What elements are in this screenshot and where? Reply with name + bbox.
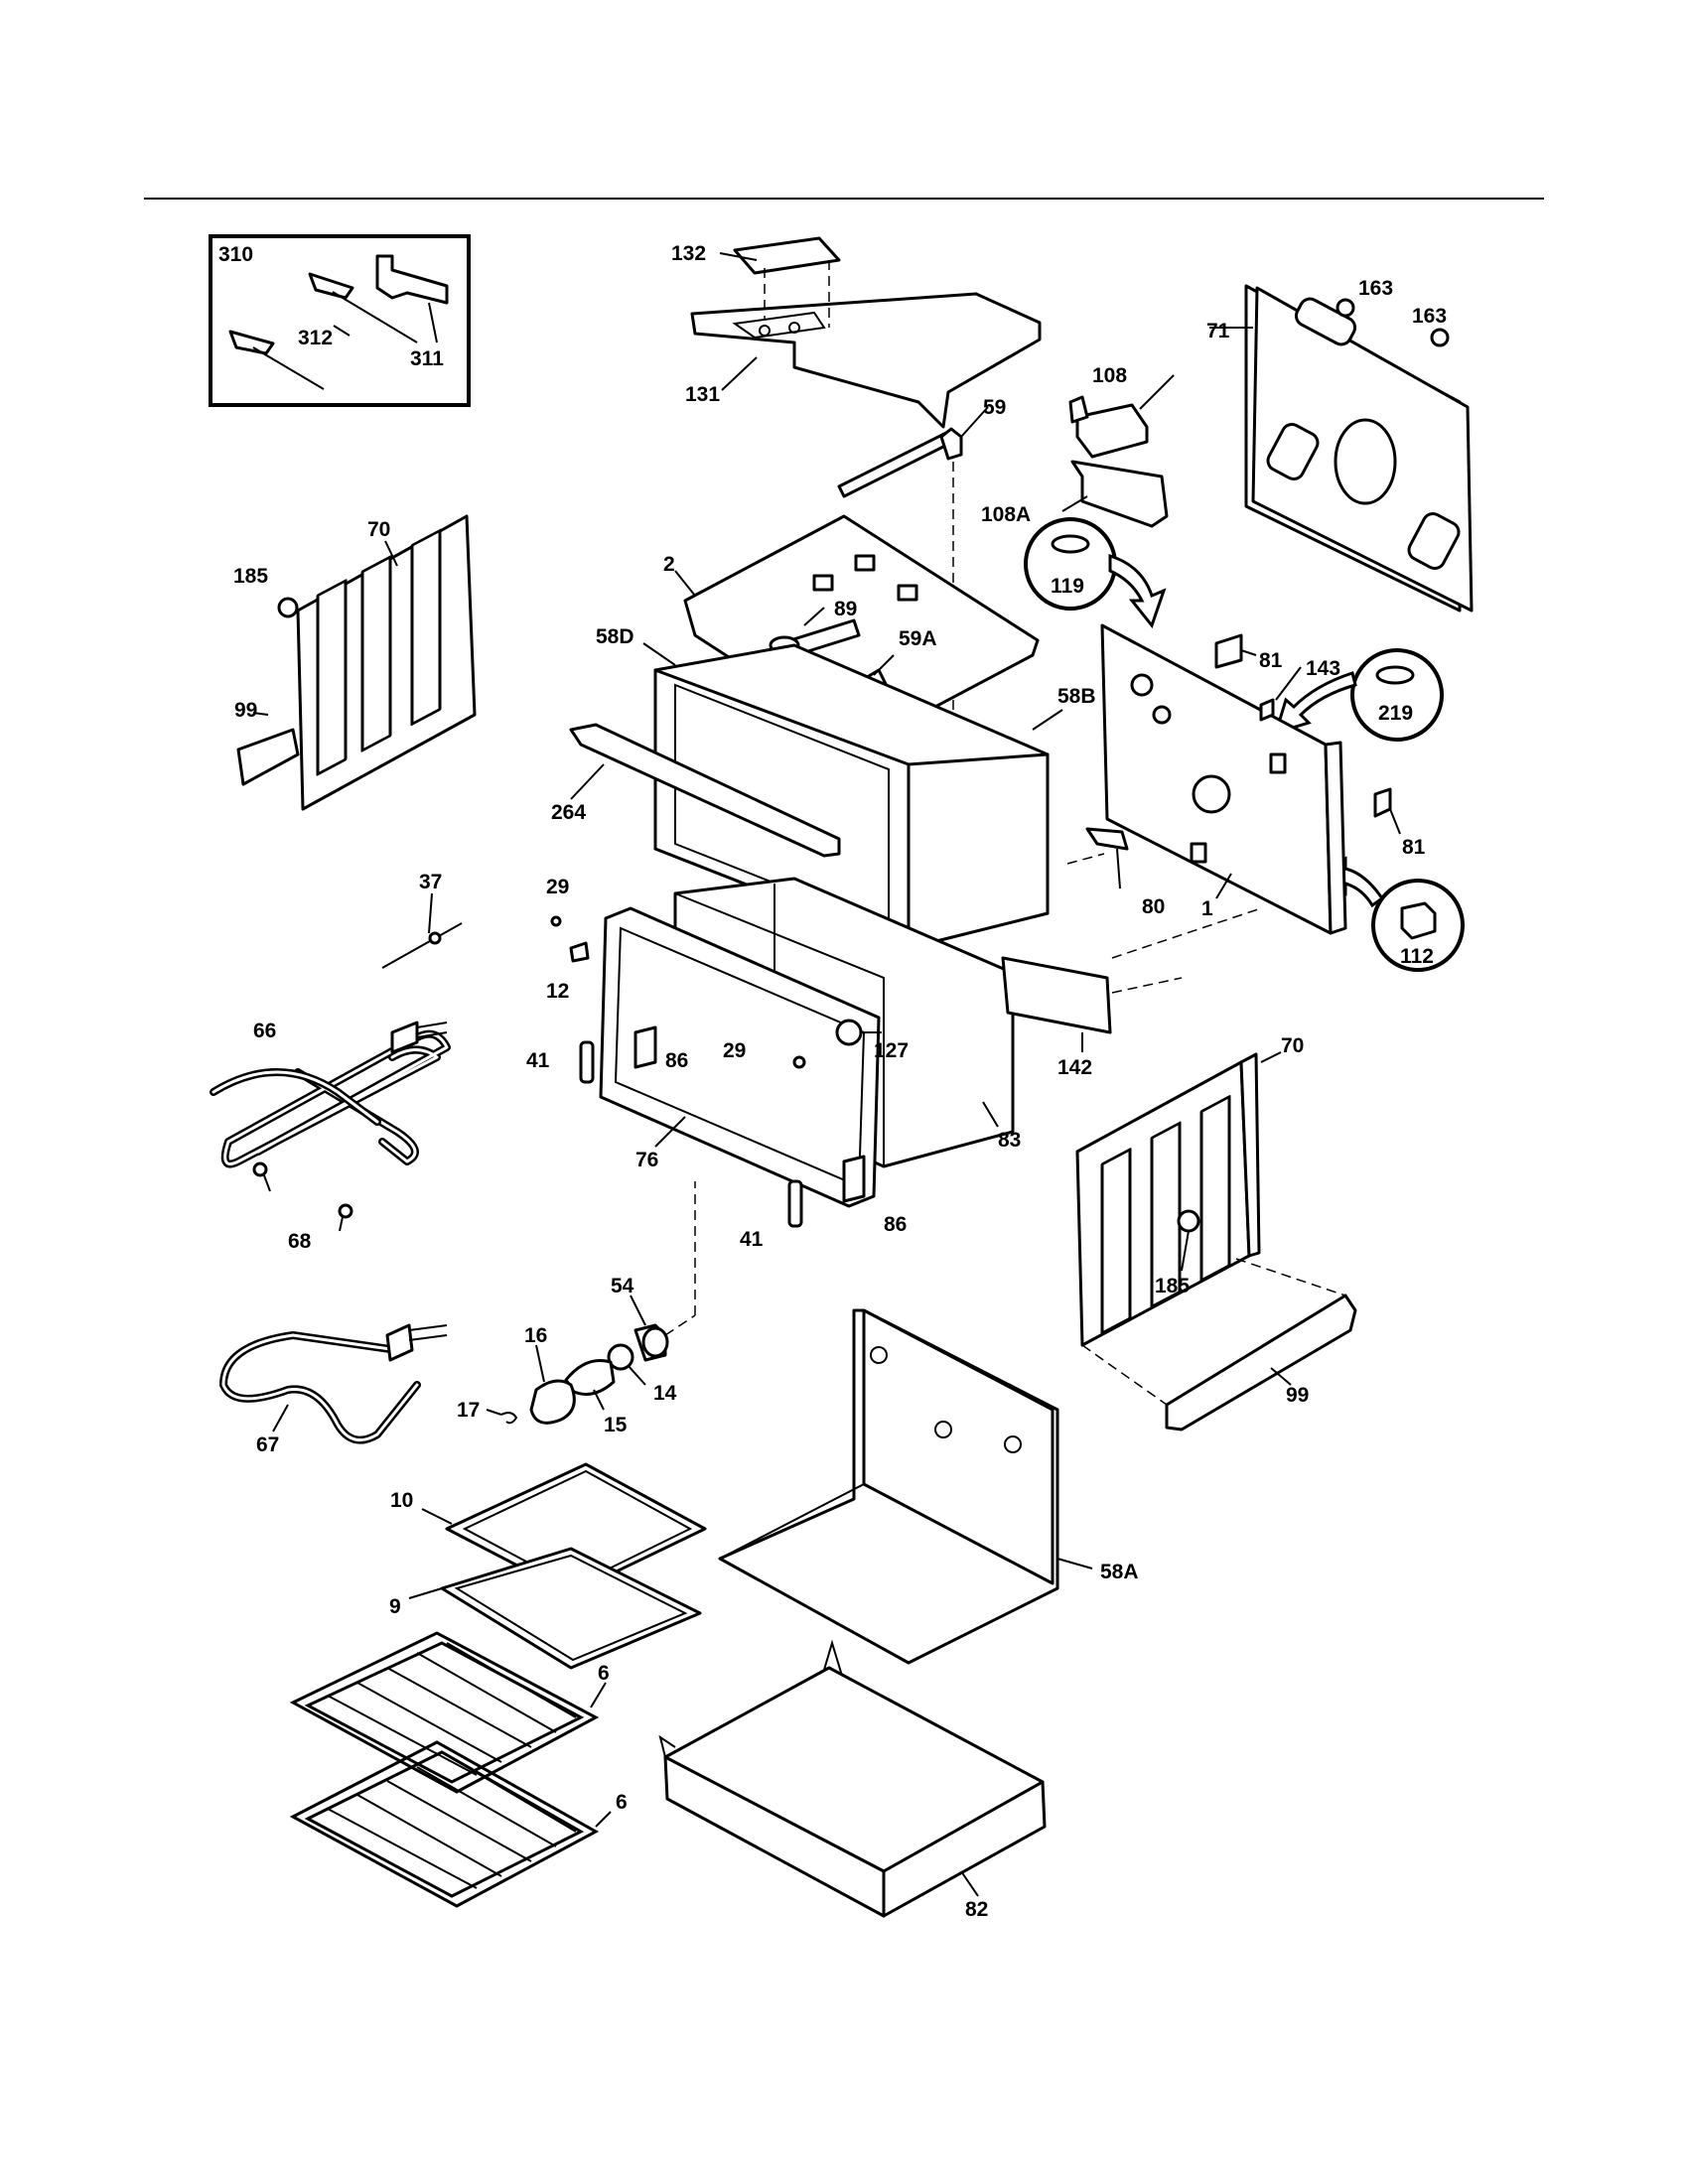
label-71: 71 (1206, 320, 1230, 342)
plate-132 (733, 236, 841, 275)
upper-liner-58D-58B (642, 642, 1063, 950)
broil-element-67 (219, 1323, 448, 1444)
label-59: 59 (983, 396, 1006, 419)
label-264: 264 (551, 801, 586, 824)
label-15: 15 (604, 1414, 628, 1436)
top-cover-131 (690, 236, 1042, 429)
label-76: 76 (635, 1149, 658, 1171)
control-bracket-1 (1066, 623, 1401, 959)
label-119: 119 (1051, 575, 1084, 598)
label-41a: 41 (526, 1049, 550, 1072)
label-132: 132 (671, 242, 706, 265)
connector-108 (1068, 374, 1175, 459)
bracket-108A (1061, 460, 1169, 528)
label-127: 127 (874, 1039, 909, 1062)
label-58D: 58D (596, 625, 634, 648)
label-10: 10 (390, 1489, 413, 1512)
sensor-37 (381, 892, 463, 969)
broiler-pan-9 (408, 1547, 702, 1670)
label-67: 67 (256, 1433, 279, 1456)
side-panel-70-left (236, 514, 477, 811)
label-131: 131 (685, 383, 720, 406)
clip-143 (1259, 698, 1275, 722)
nut-163b (1430, 328, 1450, 347)
label-83: 83 (998, 1129, 1021, 1152)
small-parts-29-12 (550, 915, 806, 1069)
bracket-81b (1373, 787, 1392, 818)
label-12: 12 (546, 980, 569, 1003)
label-70a: 70 (367, 518, 390, 541)
side-panel-70-right (1075, 1051, 1357, 1432)
label-17: 17 (457, 1399, 480, 1422)
label-6a: 6 (598, 1662, 610, 1685)
label-86b: 86 (884, 1213, 907, 1236)
rail-99a (236, 728, 300, 786)
label-163a: 163 (1358, 277, 1393, 300)
nut-163a (1336, 298, 1355, 318)
label-99b: 99 (1286, 1384, 1309, 1407)
label-66: 66 (253, 1020, 276, 1042)
label-16: 16 (524, 1324, 547, 1347)
vent-tube-59 (837, 406, 989, 750)
label-108: 108 (1092, 364, 1127, 387)
label-82: 82 (965, 1898, 988, 1921)
label-6b: 6 (616, 1791, 628, 1814)
label-37: 37 (419, 871, 442, 893)
inset-box-310 (209, 234, 471, 407)
thermostat-127 (835, 1019, 863, 1046)
label-86a: 86 (665, 1049, 688, 1072)
rail-99b (1165, 1294, 1357, 1432)
bottom-tray-82 (658, 1639, 1047, 1918)
label-99a: 99 (234, 699, 257, 722)
label-1: 1 (1201, 897, 1213, 920)
label-68: 68 (288, 1230, 312, 1253)
part-labels: 310 312 311 132 131 59 108 108A 163 163 … (218, 242, 1447, 1921)
label-14: 14 (653, 1382, 677, 1405)
label-185a: 185 (233, 565, 268, 588)
label-311: 311 (410, 347, 444, 370)
oven-rack-6-lower (289, 1740, 612, 1908)
label-58A: 58A (1100, 1561, 1139, 1583)
bracket-80 (1085, 827, 1129, 851)
label-163b: 163 (1412, 305, 1447, 328)
label-81b: 81 (1402, 836, 1426, 859)
label-219: 219 (1378, 702, 1413, 725)
label-143: 143 (1306, 657, 1340, 680)
bottom-liner-58A (718, 1308, 1093, 1665)
label-112: 112 (1400, 945, 1434, 968)
label-41b: 41 (740, 1228, 764, 1251)
label-89: 89 (834, 598, 857, 620)
hinge-41-86 (579, 1025, 866, 1228)
label-59A: 59A (899, 627, 937, 650)
label-54: 54 (611, 1275, 634, 1297)
callout-119 (1024, 517, 1167, 629)
light-assembly (486, 1181, 696, 1425)
rear-panel-71 (1209, 284, 1474, 613)
label-29a: 29 (546, 876, 569, 898)
bracket-81a (1214, 633, 1243, 669)
callout-219 (1273, 648, 1444, 742)
label-2: 2 (663, 553, 675, 576)
front-trim-142 (1001, 956, 1183, 1052)
screw-68a (252, 1161, 268, 1177)
label-81a: 81 (1259, 649, 1283, 672)
nut-185a (277, 597, 299, 618)
oven-rack-6-upper (289, 1631, 607, 1794)
label-58B: 58B (1057, 685, 1096, 708)
label-108A: 108A (981, 503, 1031, 526)
label-70b: 70 (1281, 1034, 1304, 1057)
trim-264 (569, 723, 841, 858)
label-29b: 29 (723, 1039, 746, 1062)
label-80: 80 (1142, 895, 1165, 918)
label-142: 142 (1057, 1056, 1092, 1079)
label-312: 312 (298, 327, 333, 349)
screw-68b (338, 1203, 353, 1219)
label-185b: 185 (1155, 1275, 1190, 1297)
nut-185b (1177, 1209, 1200, 1233)
bake-element-66 (210, 1021, 451, 1232)
label-310: 310 (218, 243, 253, 266)
label-9: 9 (389, 1595, 401, 1618)
